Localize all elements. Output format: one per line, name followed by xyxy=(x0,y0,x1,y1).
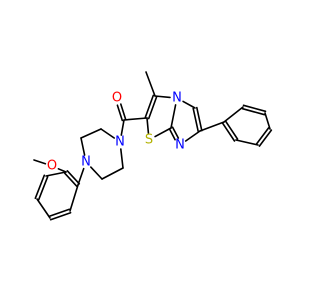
bond-An4-An5 xyxy=(36,198,51,219)
atom-bg-N_imid_ring xyxy=(174,139,186,151)
bond-C_carbonyl-O_carbonyl-b xyxy=(116,104,124,122)
bond-Ph2-Ph3-a xyxy=(241,107,266,116)
bond-C5-C6-b xyxy=(196,106,203,132)
atom-bg-O_carbonyl xyxy=(111,92,123,104)
bond-Pb-N_pip_bottom xyxy=(80,137,86,156)
molecule-structure: O N N S N N O xyxy=(33,71,273,221)
atom-labels: O N N S N N O xyxy=(46,91,186,174)
bond-C3-N_imid_bridge xyxy=(154,95,171,99)
atom-bg-N_pip_top xyxy=(114,136,126,148)
atom-label-O_carbonyl: O xyxy=(112,91,122,106)
bond-C6-N_imid_ring xyxy=(184,130,201,142)
atom-label-N_pip_top: N xyxy=(115,135,125,150)
bond-Pa-Pb xyxy=(80,128,102,139)
bond-Ph5-Ph6 xyxy=(235,139,259,146)
bond-An3-An4-a xyxy=(34,174,46,200)
bond-Ph2-Ph3-b xyxy=(242,104,267,113)
atom-bg-N_pip_bottom xyxy=(80,156,92,168)
atom-bg-O_methoxy xyxy=(46,160,58,172)
bond-Pc-Pd xyxy=(101,167,124,180)
bond-N_imid_bridge-C7a xyxy=(170,104,177,129)
bond-An5-An6-a xyxy=(49,211,72,221)
atom-bg-S_thiazole xyxy=(143,134,155,146)
bond-An3-An4-b xyxy=(37,175,49,201)
bond-Ph4-Ph5-b xyxy=(258,129,273,147)
bond-An1-An2-b xyxy=(63,172,78,187)
atom-label-S_thiazole: S xyxy=(145,133,153,148)
bond-N_imid_ring-C7a-b xyxy=(168,128,176,141)
bonds xyxy=(33,71,273,221)
bond-C5-C6-a xyxy=(192,107,199,133)
atom-label-N_imid_ring: N xyxy=(175,138,185,153)
bond-C6-Ph1 xyxy=(199,121,225,132)
bond-C_carbonyl-C2 xyxy=(123,117,148,121)
bond-C_carbonyl-O_carbonyl-a xyxy=(120,103,127,121)
bond-S_thiazole-C2 xyxy=(146,117,150,134)
bond-An2-An3 xyxy=(45,171,67,177)
bond-Ph6-Ph1-a xyxy=(224,120,239,140)
bond-An5-An6-b xyxy=(48,208,71,218)
bond-C3-Me xyxy=(145,71,156,97)
bond-N_imid_bridge-C5 xyxy=(182,100,196,109)
bond-Ph4-Ph5-a xyxy=(255,127,270,145)
atom-label-N_pip_bottom: N xyxy=(81,155,91,170)
bond-N_imid_ring-C7a-a xyxy=(171,126,180,139)
atom-bg-N_imid_bridge xyxy=(171,92,183,104)
bond-An2-O_methoxy xyxy=(57,168,67,173)
atom-label-N_imid_bridge: N xyxy=(172,91,182,106)
bond-Ph6-Ph1-b xyxy=(221,122,236,142)
bond-C7a-S_thiazole xyxy=(154,127,172,138)
bond-O_methoxy-OMe xyxy=(33,159,47,165)
bond-N_pip_bottom-Pc xyxy=(90,166,103,180)
bond-C2-C3-a xyxy=(147,95,158,120)
bond-C2-C3-b xyxy=(144,94,155,119)
bond-Ph1-Ph2 xyxy=(223,106,244,123)
bond-An6-An1 xyxy=(69,184,79,212)
bond-Pd-N_pip_top xyxy=(120,148,124,169)
bond-Ph3-Ph4 xyxy=(264,112,271,130)
atom-label-O_methoxy: O xyxy=(47,159,57,174)
bond-N_pip_top-Pa xyxy=(100,128,115,139)
bond-C_carbonyl-N_pip_top xyxy=(120,119,125,136)
bond-An1-An2-a xyxy=(66,170,81,185)
